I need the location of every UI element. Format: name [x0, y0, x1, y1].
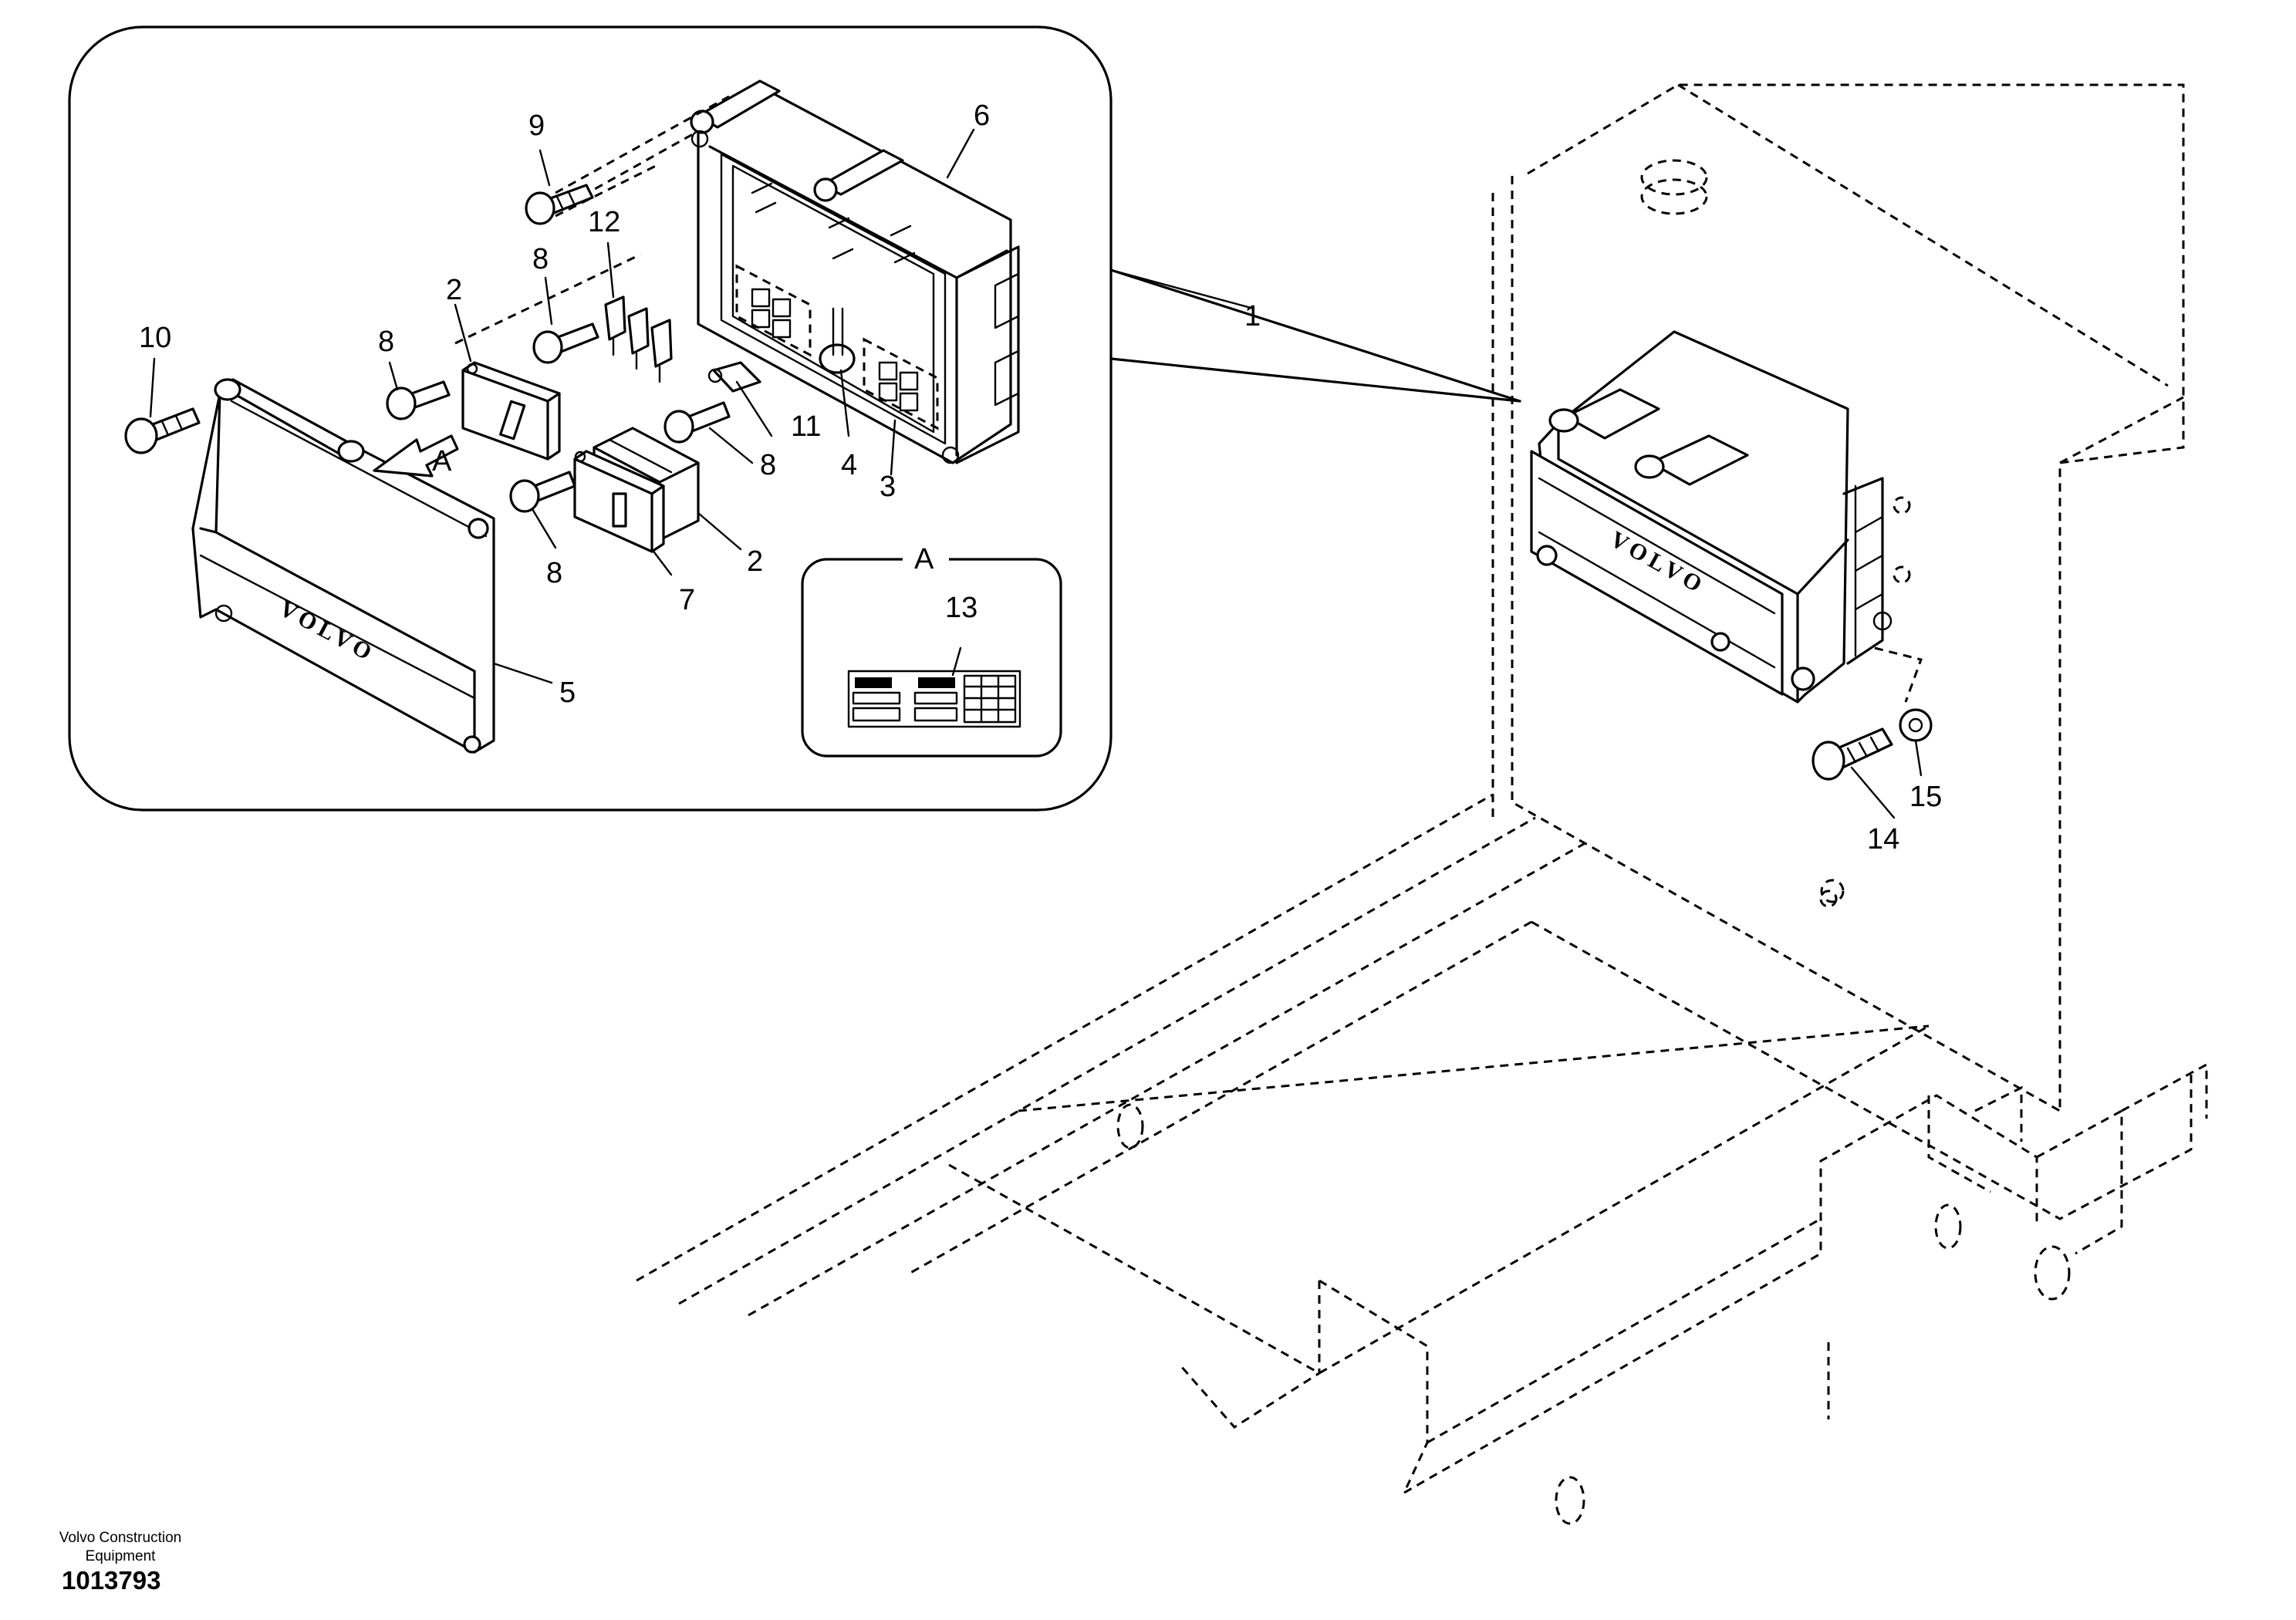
bolt-8-left: [386, 380, 451, 420]
callout-1: 1: [1244, 300, 1261, 332]
callout-8-left: 8: [378, 326, 394, 358]
control-box-housing-6: [690, 79, 1020, 464]
callout-4: 4: [841, 449, 857, 481]
callout-8-upper: 8: [532, 243, 549, 275]
company-name-line1: Volvo Construction: [59, 1530, 182, 1546]
company-name-line2: Equipment: [85, 1548, 156, 1564]
relay-7: [573, 450, 665, 553]
callout-11: 11: [791, 410, 821, 443]
bolt-8-middle: [663, 401, 731, 444]
detail-a-label: A: [914, 543, 934, 575]
callout-2-lower: 2: [747, 545, 763, 578]
callout-7: 7: [679, 584, 695, 616]
callout-14: 14: [1867, 823, 1899, 856]
relay-2-upper: [461, 361, 561, 461]
callout-6: 6: [974, 100, 990, 132]
leader-lines: [149, 128, 975, 684]
callout-8-lower: 8: [546, 557, 562, 589]
callout-labels: 9 6 12 8 2 10 8 1 11 8 4 3 2 8 7 5 13 15…: [139, 100, 1942, 856]
drawing-reference-number: 1013793: [62, 1566, 161, 1595]
relay-bank-3: [735, 264, 939, 430]
callout-10: 10: [139, 322, 171, 354]
callout-5: 5: [559, 677, 576, 709]
callout-9: 9: [528, 110, 545, 142]
control-unit-installed: VOLVO: [1530, 330, 1923, 908]
callout-2-upper: 2: [446, 274, 462, 306]
machine-frame-outline: [636, 83, 2208, 1525]
mounting-bolt-14: [1811, 727, 1893, 781]
bolt-10: [124, 407, 201, 454]
callout-3: 3: [880, 471, 896, 503]
clip-11: [707, 361, 761, 393]
callout-13: 13: [945, 592, 977, 624]
company-name: Volvo Construction Equipment: [28, 1529, 213, 1566]
view-arrow-label: A: [432, 445, 452, 478]
cover-5: VOLVO: [191, 378, 495, 754]
exploded-view-inset: VOLVO A A: [68, 25, 1942, 856]
detail-a-box: A: [801, 543, 1062, 758]
bolt-8-upper: [532, 322, 599, 364]
bolt-9: [525, 184, 594, 225]
bolt-8-lower: [509, 471, 576, 513]
callout-15: 15: [1909, 781, 1942, 813]
decal-13: [847, 670, 1021, 728]
fuse-4: [819, 307, 856, 374]
callout-12: 12: [588, 206, 620, 238]
washer-15: [1899, 708, 1933, 742]
callout-8-middle: 8: [760, 449, 776, 481]
fuse-clips-12: [604, 295, 673, 383]
view-arrow-a: A: [373, 434, 459, 478]
